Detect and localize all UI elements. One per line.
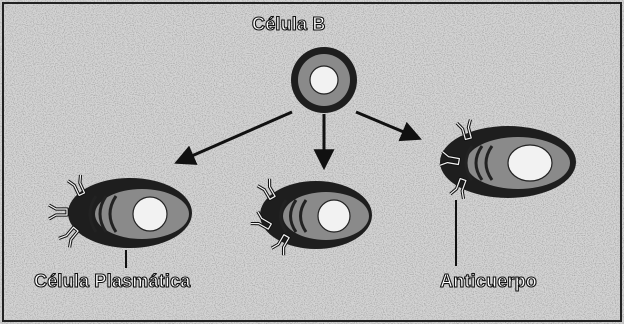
plasma-cell-middle xyxy=(260,181,372,249)
antibody-label: Anticuerpo xyxy=(440,271,537,292)
b-cell xyxy=(291,47,357,113)
b-cell-label: Célula B xyxy=(252,14,326,35)
plasma-cell-left xyxy=(68,178,192,248)
plasma-cell-label: Célula Plasmática xyxy=(34,271,190,292)
